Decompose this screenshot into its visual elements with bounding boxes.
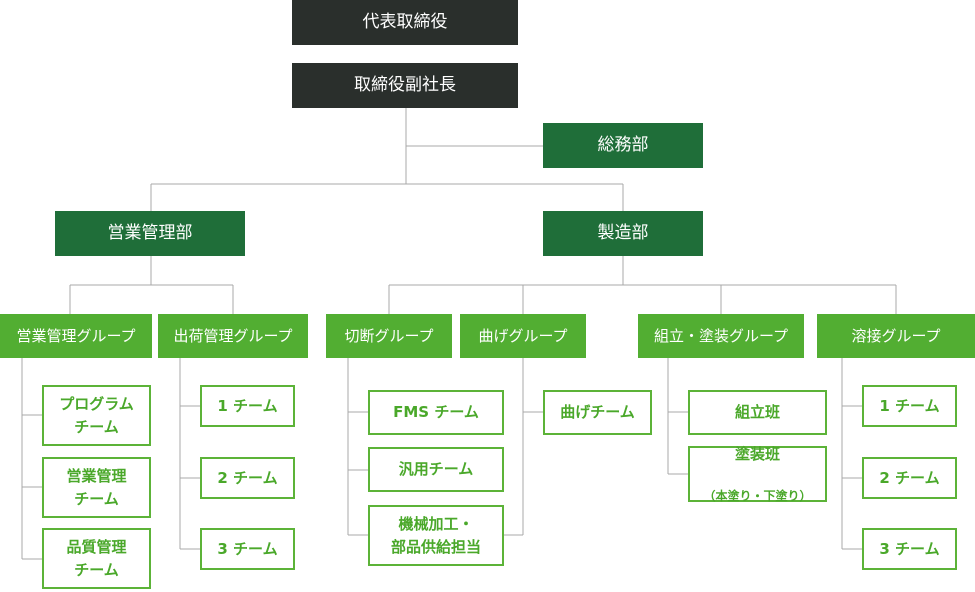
team-box: 曲げチーム bbox=[543, 390, 652, 435]
team-label: 3 チーム bbox=[217, 539, 278, 558]
team-box: 汎用チーム bbox=[368, 447, 504, 492]
team-box: 塗装班 （本塗り・下塗り） bbox=[688, 445, 827, 504]
team-label: 2 チーム bbox=[879, 468, 940, 487]
vice-president-label: 取締役副社長 bbox=[354, 74, 456, 95]
team-box: 2 チーム bbox=[200, 457, 295, 499]
group-sales-management: 営業管理グループ bbox=[0, 314, 152, 358]
team-label: 1 チーム bbox=[217, 396, 278, 415]
group-bending: 曲げグループ bbox=[460, 314, 586, 358]
vice-president-box: 取締役副社長 bbox=[292, 63, 518, 108]
team-label: プログラム チーム bbox=[59, 395, 134, 436]
team-box: 機械加工・ 部品供給担当 bbox=[368, 505, 504, 566]
group-welding: 溶接グループ bbox=[817, 314, 975, 358]
group-assembly-painting: 組立・塗装グループ bbox=[638, 314, 804, 358]
manufacturing-division-label: 製造部 bbox=[597, 222, 649, 243]
team-box: 3 チーム bbox=[200, 528, 295, 570]
group-cutting: 切断グループ bbox=[326, 314, 452, 358]
group-label: 出荷管理グループ bbox=[173, 326, 293, 345]
sales-division-label: 営業管理部 bbox=[107, 222, 193, 243]
team-label: FMS チーム bbox=[393, 403, 479, 422]
group-label: 組立・塗装グループ bbox=[653, 326, 789, 345]
team-label: 営業管理 チーム bbox=[66, 467, 127, 508]
team-label: 3 チーム bbox=[879, 539, 940, 558]
team-label: 汎用チーム bbox=[398, 460, 474, 479]
team-label: 2 チーム bbox=[217, 468, 278, 487]
team-label: 塗装班 bbox=[734, 445, 780, 464]
team-box: 組立班 bbox=[688, 390, 827, 435]
team-label: 曲げチーム bbox=[560, 403, 635, 422]
team-box: プログラム チーム bbox=[42, 385, 151, 446]
manufacturing-division-box: 製造部 bbox=[543, 211, 703, 256]
team-label: 品質管理 チーム bbox=[66, 538, 127, 579]
sales-division-box: 営業管理部 bbox=[55, 211, 245, 256]
team-label: 1 チーム bbox=[879, 396, 940, 415]
team-box: FMS チーム bbox=[368, 390, 504, 435]
group-shipping-management: 出荷管理グループ bbox=[158, 314, 308, 358]
ceo-label: 代表取締役 bbox=[362, 11, 448, 32]
team-box: 1 チーム bbox=[200, 385, 295, 427]
group-label: 営業管理グループ bbox=[16, 326, 136, 345]
ceo-box: 代表取締役 bbox=[292, 0, 518, 45]
team-box: 品質管理 チーム bbox=[42, 528, 151, 589]
team-label: 組立班 bbox=[734, 403, 780, 422]
team-note: （本塗り・下塗り） bbox=[703, 489, 812, 504]
group-label: 切断グループ bbox=[344, 326, 434, 345]
general-affairs-box: 総務部 bbox=[543, 123, 703, 168]
general-affairs-label: 総務部 bbox=[597, 134, 649, 155]
team-box: 1 チーム bbox=[862, 385, 957, 427]
team-box: 営業管理 チーム bbox=[42, 457, 151, 518]
group-label: 溶接グループ bbox=[851, 326, 941, 345]
team-box: 2 チーム bbox=[862, 457, 957, 499]
group-label: 曲げグループ bbox=[478, 326, 568, 345]
team-label: 機械加工・ 部品供給担当 bbox=[390, 515, 481, 556]
team-box: 3 チーム bbox=[862, 528, 957, 570]
